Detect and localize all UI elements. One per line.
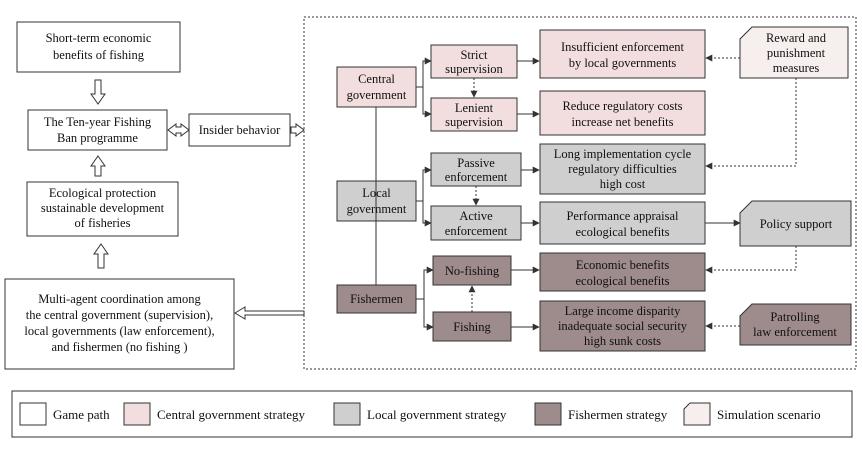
patrolling-line-1: Patrolling (770, 310, 820, 324)
legend: Game path Central government strategy Loca… (19, 402, 821, 426)
lenient-supervision-line-2: supervision (445, 115, 503, 129)
reward-line-1: Reward and (766, 31, 827, 45)
legend-label: Local government strategy (367, 407, 507, 422)
local-government-line-2: government (347, 202, 407, 216)
policy-support-label: Policy support (760, 217, 833, 231)
agent-strategy-connectors (416, 57, 434, 331)
short-term-benefits-box: Short-term economic benefits of fishing (16, 21, 181, 73)
multi-agent-coordination-box: Multi-agent coordination among the centr… (4, 278, 235, 370)
legend-label: Fishermen strategy (568, 407, 668, 422)
performance-appraisal-box: Performance appraisal ecological benefit… (539, 201, 706, 245)
passive-enforcement-line-2: enforcement (445, 170, 508, 184)
long-line-3: high cost (600, 177, 646, 191)
reduce-line-2: increase net benefits (571, 115, 673, 129)
hollow-arrow-up-2 (93, 243, 109, 269)
legend-item: Game path (19, 402, 110, 426)
central-government-box: Central government (336, 66, 417, 108)
income-disparity-box: Large income disparity inadequate social… (539, 300, 706, 352)
legend-swatch (333, 402, 361, 426)
performance-line-1: Performance appraisal (566, 209, 679, 223)
reward-line-3: measures (773, 61, 820, 75)
multi-agent-line-4: and fishermen (no fishing ) (51, 340, 187, 354)
economic-line-1: Economic benefits (576, 258, 670, 272)
policy-support-scenario: Policy support (739, 200, 852, 247)
active-enforcement-box: Active enforcement (430, 205, 522, 241)
local-government-line-1: Local (362, 186, 391, 200)
hollow-arrow-down (90, 79, 106, 105)
game-region-frame (303, 16, 857, 370)
insider-behavior-box: Insider behavior (188, 113, 291, 147)
no-fishing-box: No-fishing (432, 255, 512, 286)
legend-item: Central government strategy (123, 402, 306, 426)
long-line-2: regulatory difficulties (568, 162, 677, 176)
ecological-protection-line-2: sustainable development (41, 201, 165, 215)
legend-swatch (534, 402, 562, 426)
insufficient-line-2: by local governments (569, 56, 677, 70)
legend-frame (11, 390, 853, 438)
legend-label: Simulation scenario (717, 407, 821, 422)
performance-line-2: ecological benefits (575, 225, 669, 239)
income-line-1: Large income disparity (565, 304, 681, 318)
multi-agent-line-1: Multi-agent coordination among (38, 292, 201, 306)
reduce-costs-box: Reduce regulatory costs increase net ben… (539, 90, 706, 136)
long-implementation-box: Long implementation cycle regulatory dif… (539, 143, 706, 195)
strategy-transition-arrows (468, 78, 480, 312)
patrolling-line-2: law enforcement (753, 325, 837, 339)
insufficient-enforcement-box: Insufficient enforcement by local govern… (539, 29, 706, 79)
lenient-supervision-line-1: Lenient (455, 101, 494, 115)
reward-line-2: punishment (767, 46, 826, 60)
legend-item: Simulation scenario (683, 402, 821, 426)
ecological-protection-line-1: Ecological protection (49, 186, 157, 200)
long-line-1: Long implementation cycle (554, 147, 692, 161)
no-fishing-label: No-fishing (445, 264, 500, 278)
fishermen-label: Fishermen (350, 292, 404, 306)
ecological-protection-line-3: of fisheries (75, 216, 131, 230)
hollow-arrow-double (167, 123, 190, 137)
passive-enforcement-box: Passive enforcement (430, 152, 522, 187)
legend-label: Central government strategy (157, 407, 306, 422)
active-enforcement-line-1: Active (459, 209, 493, 223)
fishermen-box: Fishermen (336, 284, 417, 314)
ten-year-ban-line-1: The Ten-year Fishing (44, 115, 152, 129)
ten-year-ban-box: The Ten-year Fishing Ban programme (27, 109, 168, 151)
hollow-arrow-right (290, 123, 305, 137)
fishing-label: Fishing (453, 320, 491, 334)
central-government-line-1: Central (358, 72, 395, 86)
strict-supervision-line-1: Strict (460, 48, 488, 62)
passive-enforcement-line-1: Passive (457, 156, 495, 170)
reduce-line-1: Reduce regulatory costs (562, 99, 682, 113)
strategy-outcome-arrows (511, 57, 741, 331)
legend-item: Fishermen strategy (534, 402, 668, 426)
strict-supervision-box: Strict supervision (430, 44, 518, 79)
multi-agent-line-2: the central government (supervision), (26, 308, 213, 322)
reward-punishment-scenario: Reward and punishment measures (739, 26, 849, 79)
legend-swatch (683, 402, 711, 426)
insider-behavior-label: Insider behavior (199, 123, 281, 137)
legend-swatch (123, 402, 151, 426)
ecological-protection-box: Ecological protection sustainable develo… (26, 181, 179, 237)
strict-supervision-line-2: supervision (445, 62, 503, 76)
hollow-arrow-up (90, 155, 106, 177)
fishing-box: Fishing (432, 311, 512, 342)
hollow-arrow-left (234, 306, 305, 320)
income-line-2: inadequate social security (558, 319, 688, 333)
income-line-3: high sunk costs (584, 334, 661, 348)
active-enforcement-line-2: enforcement (445, 224, 508, 238)
lenient-supervision-box: Lenient supervision (430, 97, 518, 132)
short-term-benefits-line-2: benefits of fishing (53, 48, 145, 62)
legend-item: Local government strategy (333, 402, 507, 426)
scenario-outcome-arrows (705, 54, 797, 330)
insufficient-line-1: Insufficient enforcement (561, 40, 685, 54)
legend-swatch (19, 402, 47, 426)
ten-year-ban-line-2: Ban programme (57, 131, 138, 145)
legend-label: Game path (53, 407, 110, 422)
hollow-arrows-left (90, 79, 305, 320)
economic-line-2: ecological benefits (575, 274, 669, 288)
multi-agent-line-3: local governments (law enforcement), (24, 324, 214, 338)
short-term-benefits-line-1: Short-term economic (46, 31, 152, 45)
central-government-line-2: government (347, 88, 407, 102)
economic-benefits-box: Economic benefits ecological benefits (539, 252, 706, 292)
patrolling-scenario: Patrolling law enforcement (739, 303, 852, 346)
